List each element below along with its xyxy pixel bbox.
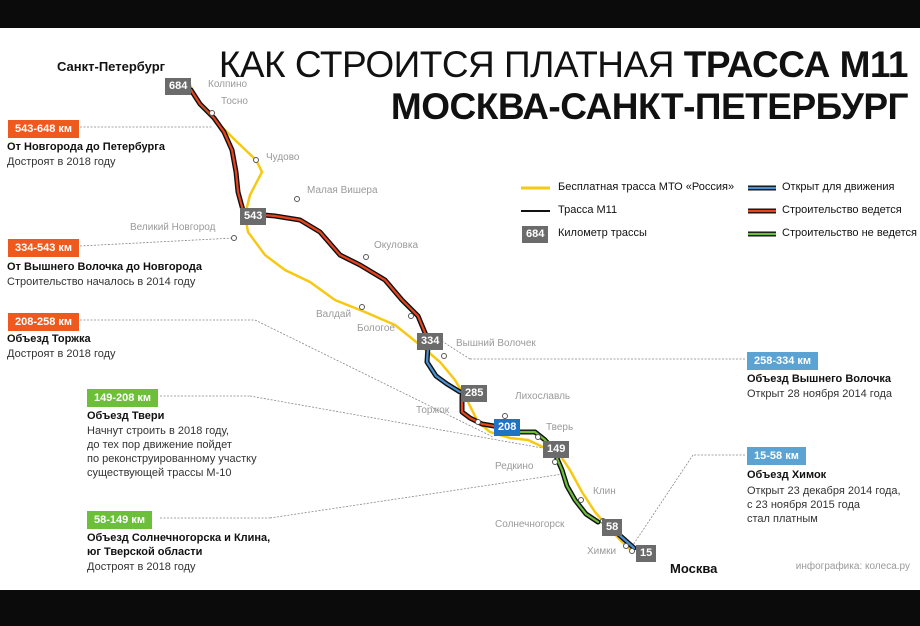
town-dot-novgorod: [231, 235, 237, 241]
leader-line: [269, 473, 564, 519]
top-black-bar: [0, 0, 920, 28]
town-dot-khimki: [623, 543, 629, 549]
legend-construction: Строительство ведется: [782, 204, 902, 216]
town-dot-okulovka: [363, 254, 369, 260]
town-okulovka: Окуловка: [374, 240, 419, 251]
map-canvas: [0, 28, 920, 590]
annotation-title-58-149: Объезд Солнечногорска и Клина,: [87, 532, 271, 544]
km-marker-334: 334: [417, 333, 444, 350]
annotation-title-15-58: Объезд Химок: [747, 469, 827, 481]
km-marker-285: 285: [461, 385, 488, 402]
km-marker-149: 149: [543, 441, 570, 458]
annotation-text-15-58-line3: стал платным: [747, 513, 818, 525]
town-dot-tosno: [209, 110, 215, 116]
annotation-tag-58-149: 58-149 км: [87, 511, 152, 529]
km-marker-58: 58: [602, 519, 623, 536]
km-marker-543: 543: [240, 208, 267, 225]
town-dot-chudovo: [253, 157, 259, 163]
annotation-title-543-648: От Новгорода до Петербурга: [7, 141, 165, 153]
legend-free-road: Бесплатная трасса МТО «Россия»: [558, 181, 735, 193]
city-moscow: Москва: [670, 561, 718, 576]
town-torzhok: Торжок: [416, 405, 450, 416]
leader-line: [79, 237, 235, 247]
km-marker-208: 208: [494, 419, 521, 436]
leader-line: [630, 454, 694, 549]
m11-segment-334-543: [250, 212, 430, 342]
town-bologoe: Бологое: [357, 323, 395, 334]
leader-line: [249, 395, 549, 450]
km-marker-15: 15: [636, 545, 657, 562]
title-line-2: МОСКВА-САНКТ-ПЕТЕРБУРГ: [390, 86, 909, 127]
town-klin: Клин: [593, 486, 616, 497]
town-novgorod: Великий Новгород: [130, 222, 216, 233]
annotation-text-15-58-line2: с 23 ноября 2015 года: [747, 499, 861, 511]
m11-segment-258-334: [425, 344, 462, 394]
town-dot-klin: [578, 497, 584, 503]
town-dot-bologoe: [408, 313, 414, 319]
annotation-text-543-648: Достроят в 2018 году: [7, 156, 116, 168]
km-marker-684: 684: [165, 78, 192, 95]
town-dot-valday: [359, 304, 365, 310]
annotation-title-149-208: Объезд Твери: [87, 410, 165, 422]
annotation-tag-543-648: 543-648 км: [8, 120, 80, 138]
leader-lines: [79, 126, 745, 549]
town-dot-moscow: [629, 548, 635, 554]
annotation-title-334-543: От Вышнего Волочка до Новгорода: [7, 261, 202, 273]
city-spb: Санкт-Петербург: [57, 59, 166, 74]
credit: инфографика: колеса.ру: [795, 561, 910, 572]
annotation-title-208-258: Объезд Торжка: [7, 333, 91, 345]
town-redkino: Редкино: [495, 461, 534, 472]
legend-not-constructed: Строительство не ведется: [782, 227, 917, 239]
town-dot-torzhok: [475, 419, 481, 425]
town-chudovo: Чудово: [266, 152, 300, 163]
town-likhoslavl: Лихославль: [515, 391, 571, 402]
town-khimki: Химки: [587, 546, 617, 557]
leader-line: [254, 319, 494, 438]
town-solnechnogorsk: Солнечногорск: [495, 519, 565, 530]
town-dot-malaya-vishera: [294, 196, 300, 202]
title-line-1: КАК СТРОИТСЯ ПЛАТНАЯ ТРАССА М11: [218, 44, 909, 86]
legend-m11: Трасса М11: [558, 204, 618, 216]
bottom-black-bar: [0, 590, 920, 626]
town-malaya-vishera: Малая Вишера: [307, 185, 378, 196]
town-vyshny-volochek: Вышний Волочек: [456, 338, 536, 349]
annotation-tag-258-334: 258-334 км: [747, 352, 819, 370]
town-dot-redkino: [552, 459, 558, 465]
annotation-text-15-58-line1: Открыт 23 декабря 2014 года,: [747, 485, 901, 497]
annotation-tag-334-543: 334-543 км: [8, 239, 80, 257]
annotation-tag-149-208: 149-208 км: [87, 389, 159, 407]
town-dot-tver: [535, 434, 541, 440]
legend-km-sample: 684: [522, 226, 549, 243]
annotation-text-149-208-line2: до тех пор движение пойдет: [87, 439, 232, 451]
annotation-text-149-208-line1: Начнут строить в 2018 году,: [87, 425, 229, 437]
town-dot-likhoslavl: [502, 413, 508, 419]
title-bold: ТРАССА М11: [683, 44, 909, 85]
legend-open: Открыт для движения: [782, 181, 895, 193]
annotation-title-258-334: Объезд Вышнего Волочка: [747, 373, 892, 385]
annotation-text-258-334: Открыт 28 ноября 2014 года: [747, 388, 892, 400]
town-kolpino: Колпино: [208, 79, 248, 90]
town-tosno: Тосно: [221, 96, 248, 107]
m11-segment-543-648: [189, 88, 246, 216]
legend-km: Километр трассы: [558, 227, 647, 239]
town-tver: Тверь: [546, 422, 574, 433]
annotation-text-149-208-line3: по реконструированному участку: [87, 453, 257, 465]
annotation-tag-15-58: 15-58 км: [747, 447, 806, 465]
annotation-text-208-258: Достроят в 2018 году: [7, 348, 116, 360]
m11-segment-58-149: [554, 454, 600, 524]
leader-line: [439, 339, 471, 360]
annotation-tag-208-258: 208-258 км: [8, 313, 80, 331]
title-regular: КАК СТРОИТСЯ ПЛАТНАЯ: [218, 44, 675, 85]
annotation-text-334-543: Строительство началось в 2014 году: [7, 276, 196, 288]
annotation-text-58-149: Достроят в 2018 году: [87, 561, 196, 573]
town-dot-vyshny-volochek: [441, 353, 447, 359]
m11-segment-208-258: [460, 394, 496, 428]
annotation-title2-58-149: юг Тверской области: [87, 546, 203, 558]
annotation-text-149-208-line4: существующей трассы М-10: [87, 467, 232, 479]
town-valday: Валдай: [316, 309, 352, 320]
